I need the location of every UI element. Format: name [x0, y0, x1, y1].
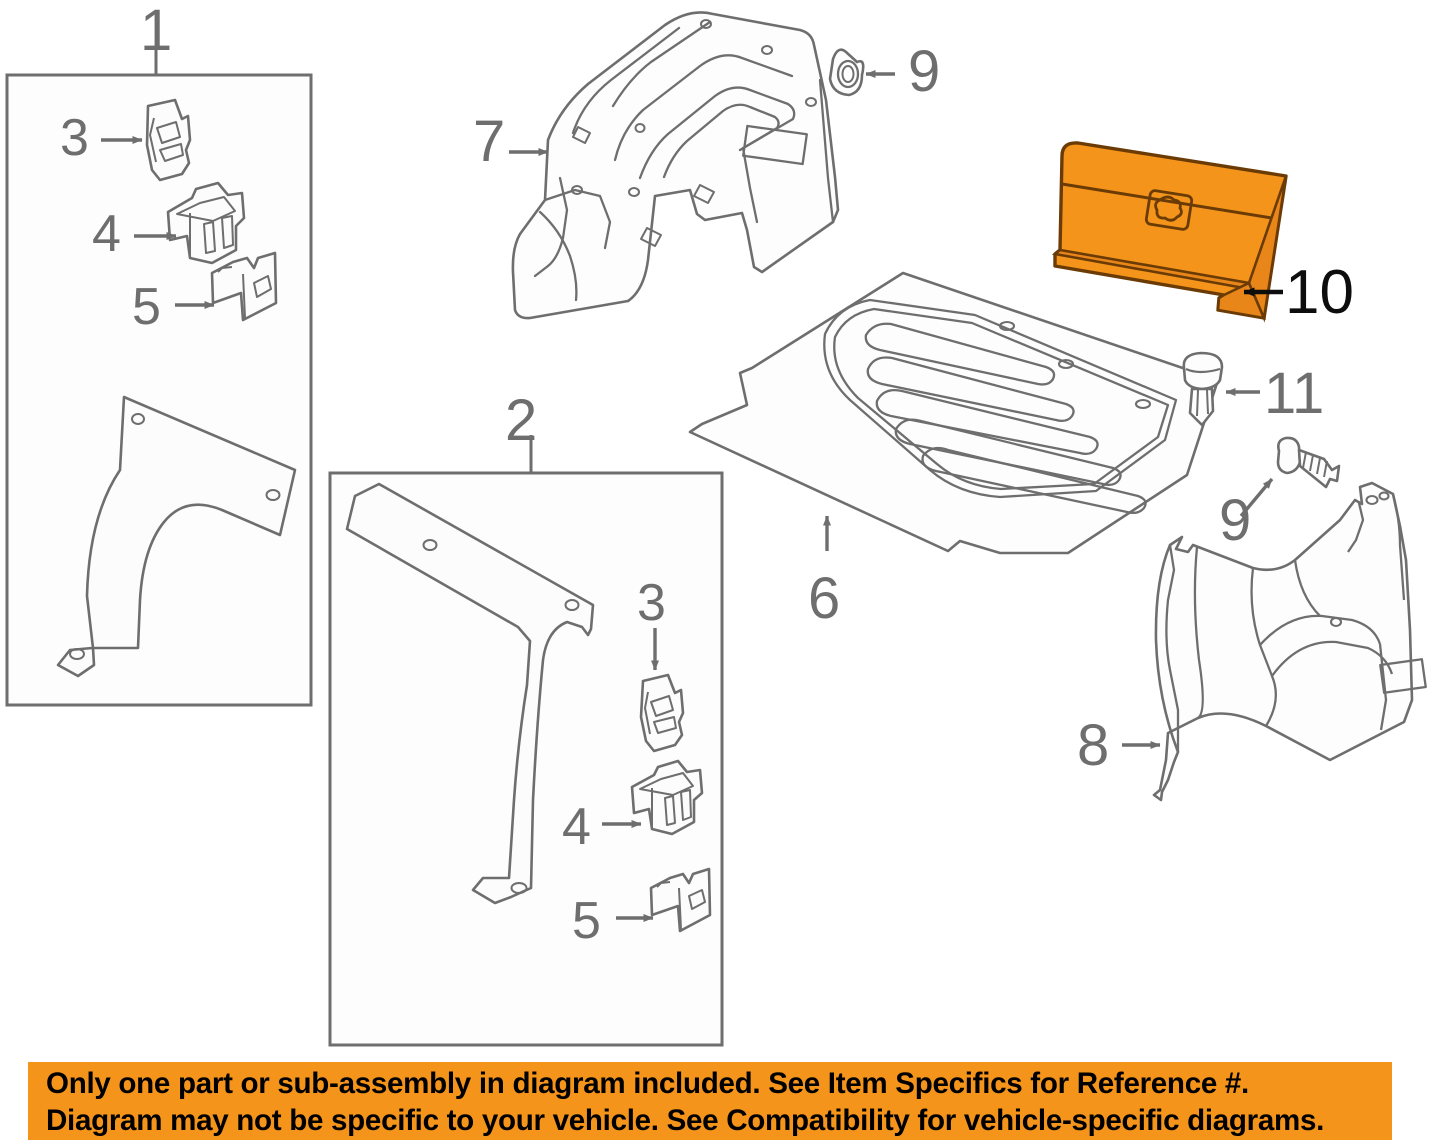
callout-5-box1: 5: [132, 278, 161, 336]
callout-8: 8: [1077, 713, 1110, 778]
callout-11: 11: [1264, 361, 1325, 426]
clip-type-a-box2: [639, 673, 685, 753]
disclaimer-banner: Only one part or sub-assembly in diagram…: [28, 1062, 1392, 1140]
disclaimer-line-2: Diagram may not be specific to your vehi…: [46, 1104, 1325, 1137]
tapping-screw: [1276, 436, 1341, 489]
quarter-arch-molding-box2: [345, 482, 595, 905]
callout-6: 6: [808, 566, 841, 631]
push-pin-retainer: [1182, 351, 1224, 427]
callout-4-box1: 4: [92, 205, 121, 263]
callout-3-box2: 3: [637, 574, 666, 632]
grommet-plug: [828, 48, 865, 97]
callout-5-box2: 5: [572, 892, 601, 950]
quarter-trim-panel: [1152, 481, 1427, 802]
assembly-box-1-group: [5, 45, 313, 707]
callout-2: 2: [505, 388, 538, 453]
callout-10: 10: [1285, 258, 1354, 327]
highlighted-trim-panel: [1051, 141, 1288, 323]
assembly-box-2-group: [328, 435, 724, 1047]
clip-type-c-box1: [210, 251, 278, 322]
wheelhouse-trim-panel: [511, 11, 840, 320]
clip-type-c-box2: [649, 867, 712, 933]
callout-9-screw: 9: [1219, 488, 1252, 553]
clip-type-b-box1: [166, 181, 246, 265]
cargo-floor-board: [688, 271, 1220, 555]
clip-type-a-box1: [145, 98, 192, 182]
callout-7: 7: [473, 109, 506, 174]
callout-1: 1: [140, 0, 173, 63]
disclaimer-line-1: Only one part or sub-assembly in diagram…: [46, 1067, 1249, 1101]
leader-9-screw: [1239, 477, 1274, 518]
fender-arch-molding-box1: [56, 395, 297, 678]
callout-9-grommet: 9: [908, 39, 941, 104]
callout-4-box2: 4: [562, 798, 591, 856]
clip-type-b-box2: [630, 759, 704, 836]
callout-3-box1: 3: [60, 109, 89, 167]
